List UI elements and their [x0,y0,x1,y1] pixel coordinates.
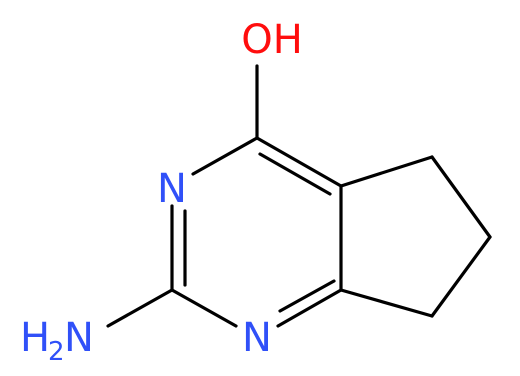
bond-c5-c6 [430,155,492,239]
atom-labels: OH N N H 2 N [20,17,303,367]
bond-c6-c7 [430,235,492,318]
amino-subscript: 2 [48,337,65,367]
amino-nitrogen-label: N [64,315,94,361]
bond-c4a-c4-double [258,152,332,196]
bond-c4a-c4 [255,136,343,188]
nitrogen-label-ring-top: N [157,166,187,212]
bond-c2-n1 [170,288,238,328]
bond-c4-n3 [191,136,259,176]
bond-c4a-c5 [339,155,434,188]
bond-c2-nh2 [106,288,174,328]
hydroxyl-label: OH [241,17,303,63]
bonds [106,64,492,328]
bond-c7-c7a [339,288,434,318]
bond-n1-c7a-double [278,279,336,313]
bond-n1-c7a [276,288,343,328]
amino-hydrogen-label: H [20,315,50,361]
nitrogen-label-ring-bottom: N [242,315,272,361]
amino-label: H 2 N [20,315,94,367]
